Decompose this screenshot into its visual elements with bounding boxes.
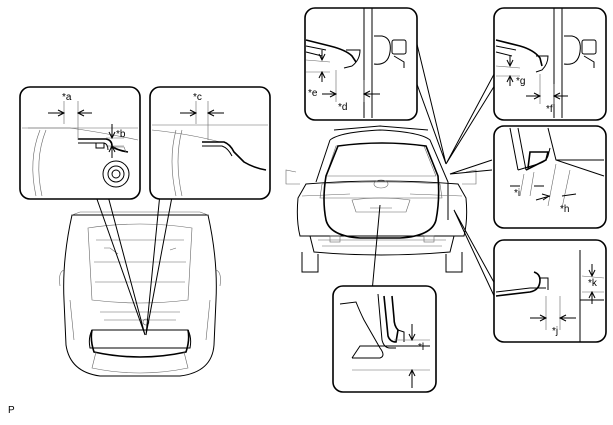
callout-j: *j xyxy=(552,326,558,337)
detail-box-d-e: *e *d xyxy=(304,7,418,121)
detail-box-h-i: *i *h xyxy=(493,125,607,229)
callout-b: *b xyxy=(116,129,126,140)
detail-box-l: *l xyxy=(332,285,437,393)
vehicle-rear-view xyxy=(285,125,477,273)
detail-box-j-k: *k *j xyxy=(493,239,607,343)
page-code: P xyxy=(8,405,15,416)
callout-i: *i xyxy=(514,188,520,199)
callout-g: *g xyxy=(516,76,525,87)
detail-box-c: *c xyxy=(149,86,271,200)
callout-c: *c xyxy=(193,92,202,103)
callout-e: *e xyxy=(308,88,318,99)
detail-box-a-b: *a *b xyxy=(19,86,141,200)
back-door-outline xyxy=(323,142,440,239)
vehicle-top-view xyxy=(59,211,221,377)
callout-l: *l xyxy=(418,342,424,353)
callout-k: *k xyxy=(588,278,598,289)
callout-a: *a xyxy=(62,92,72,103)
callout-h: *h xyxy=(560,204,569,215)
callout-f: *f xyxy=(546,104,553,115)
callout-d: *d xyxy=(338,102,347,113)
detail-box-f-g: *g *f xyxy=(493,7,607,121)
